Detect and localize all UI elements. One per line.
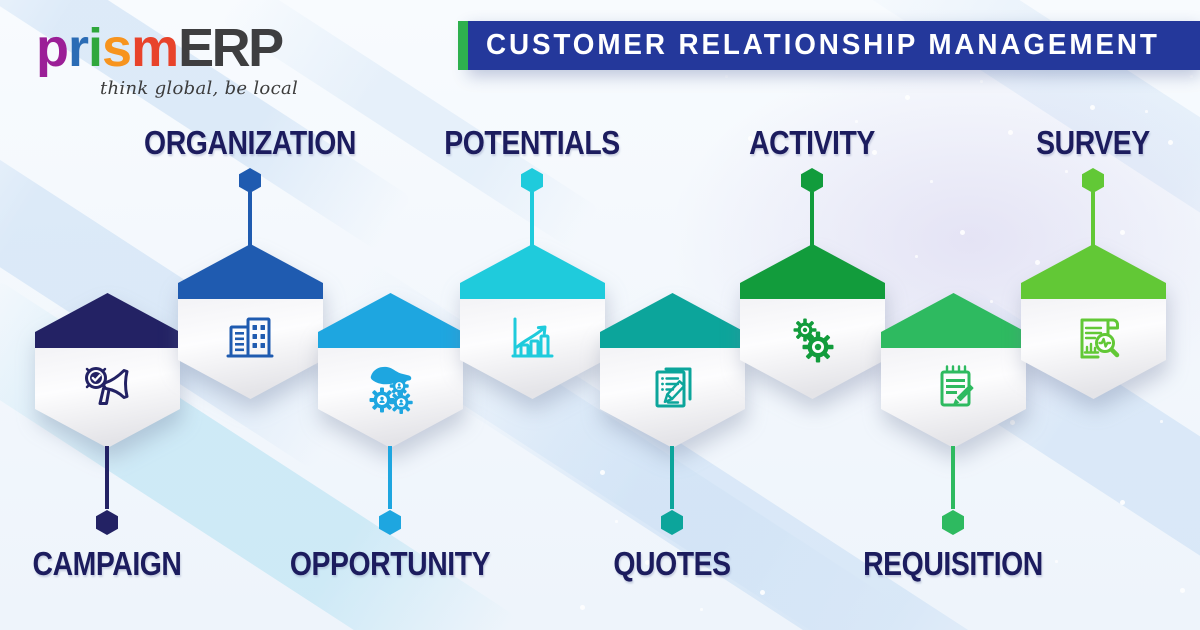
logo-suffix: ERP xyxy=(178,18,284,78)
logo-letter-p: p xyxy=(36,18,69,78)
small-gear xyxy=(793,318,817,342)
connector-dot xyxy=(521,168,543,193)
connector-dot xyxy=(801,168,823,193)
gear-person-1 xyxy=(389,376,409,396)
connector-line xyxy=(105,446,109,509)
connector-line xyxy=(530,192,534,246)
module-label-potentials: POTENTIALS xyxy=(444,124,620,161)
module-opportunity: OPPORTUNITY xyxy=(290,0,491,630)
logo-tagline: think global, be local xyxy=(100,77,299,99)
background-sparkles-small xyxy=(0,0,3,3)
module-organization: ORGANIZATION xyxy=(144,0,356,630)
module-label-quotes: QUOTES xyxy=(613,545,731,582)
module-activity: ACTIVITY xyxy=(739,0,885,630)
module-requisition: REQUISITION xyxy=(863,0,1043,630)
pencil xyxy=(952,384,974,406)
buildings-icon xyxy=(226,317,274,358)
connector-dot xyxy=(1082,168,1104,193)
gear-person-2 xyxy=(369,387,395,413)
connector-line xyxy=(670,446,674,509)
module-potentials: POTENTIALS xyxy=(444,0,620,630)
hand-gears-icon xyxy=(369,366,413,414)
growth-chart-icon xyxy=(511,317,554,358)
logo: prismERP think global, be local xyxy=(36,20,298,99)
quote-document-icon xyxy=(655,367,692,408)
module-survey: SURVEY xyxy=(1020,0,1166,630)
connector-line xyxy=(810,192,814,246)
connector-dot xyxy=(96,510,118,535)
report-magnifier-icon xyxy=(1080,318,1120,359)
title-bar: CUSTOMER RELATIONSHIP MANAGEMENT xyxy=(458,21,1200,70)
module-quotes: QUOTES xyxy=(599,0,745,630)
module-label-campaign: CAMPAIGN xyxy=(32,545,182,582)
connector-dot xyxy=(379,510,401,535)
connector-dot xyxy=(661,510,683,535)
megaphone-icon xyxy=(85,367,129,405)
title-accent-bar xyxy=(458,21,468,70)
connector-line xyxy=(951,446,955,509)
module-label-activity: ACTIVITY xyxy=(749,124,875,161)
module-label-organization: ORGANIZATION xyxy=(144,124,356,161)
gears-icon xyxy=(793,318,834,363)
hexagon-organization xyxy=(177,244,323,399)
module-label-requisition: REQUISITION xyxy=(863,545,1043,582)
notepad-icon xyxy=(940,365,974,407)
connector-dot xyxy=(239,168,261,193)
logo-wordmark: prismERP xyxy=(36,20,298,77)
logo-letter-r: r xyxy=(68,18,89,78)
connector-line xyxy=(388,446,392,509)
page-title: CUSTOMER RELATIONSHIP MANAGEMENT xyxy=(486,29,1160,61)
gear-person-3 xyxy=(389,391,413,414)
connector-dot xyxy=(942,510,964,535)
module-label-opportunity: OPPORTUNITY xyxy=(289,545,491,582)
large-gear xyxy=(802,331,834,363)
logo-letter-i: i xyxy=(88,18,103,78)
connector-line xyxy=(1091,192,1095,246)
connector-line xyxy=(248,192,252,246)
module-campaign: CAMPAIGN xyxy=(33,0,182,630)
module-label-survey: SURVEY xyxy=(1036,124,1150,161)
hexagon-requisition xyxy=(880,293,1026,448)
logo-letter-m: m xyxy=(131,18,179,78)
hexagon-survey xyxy=(1020,244,1166,399)
logo-letter-s: s xyxy=(102,18,132,78)
pencil xyxy=(663,380,686,404)
